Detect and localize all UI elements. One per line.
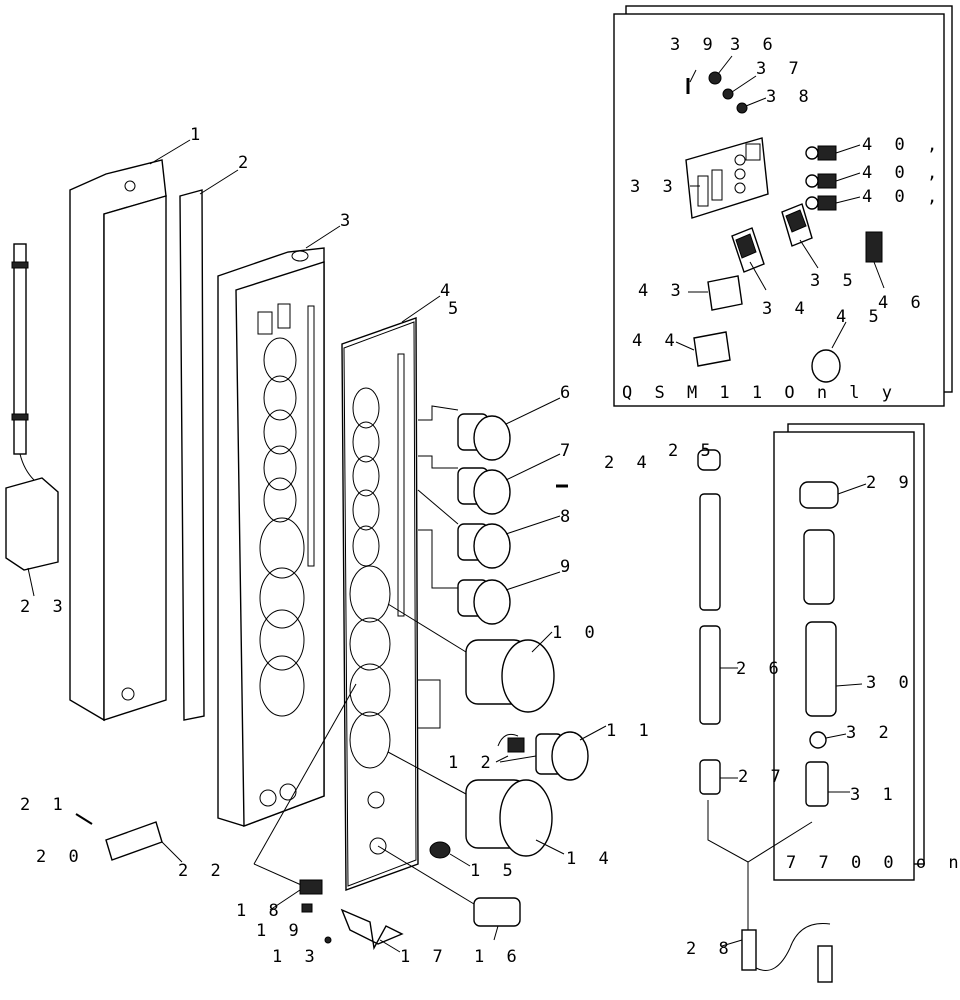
gauge-10: 1 0 — [387, 603, 601, 713]
callout-40-42: 4 0 , 4 2 — [862, 163, 960, 183]
callout-28: 2 8 — [686, 939, 735, 959]
model-7700-inset: 2 9 3 0 3 2 3 1 7 7 0 0 o n l y — [773, 423, 960, 881]
tube-26-upper — [699, 493, 721, 611]
cap-29 — [799, 481, 839, 509]
housing-1: 1 — [69, 125, 206, 722]
front-panel-4-5: 4 5 — [341, 281, 464, 891]
console-3: 3 — [217, 211, 356, 828]
cap-25 — [697, 449, 721, 471]
callout-6: 6 — [560, 383, 576, 403]
model-7700-only-caption: 7 7 0 0 o n l y — [786, 853, 960, 873]
tube-26-lower — [699, 625, 721, 725]
callout-30: 3 0 — [866, 673, 915, 693]
callout-40-41-b: 4 0 , 4 1 — [862, 187, 960, 207]
bracket-17 — [340, 908, 404, 951]
callout-32: 3 2 — [846, 723, 895, 743]
callout-20: 2 0 — [36, 847, 85, 867]
tube-30-upper — [803, 529, 835, 605]
buzzer-45 — [811, 349, 841, 383]
callout-19: 1 9 — [256, 921, 305, 941]
connector-46 — [865, 231, 883, 263]
gauge-6: 6 — [418, 383, 576, 461]
callout-11: 1 1 — [606, 721, 655, 741]
gauge-14: 1 4 — [387, 751, 615, 869]
mounting-strip-2: 2 — [179, 153, 254, 721]
gauge-9: 9 — [418, 529, 576, 625]
switch-panel-33 — [685, 137, 769, 219]
callout-21: 2 1 — [20, 795, 69, 815]
tube-30-lower — [805, 621, 837, 717]
callout-45: 4 5 — [836, 307, 885, 327]
callout-1: 1 — [190, 125, 206, 145]
callout-3: 3 — [340, 211, 356, 231]
callout-38: 3 8 — [766, 87, 815, 107]
callout-26: 2 6 — [736, 659, 785, 679]
bottom-parts: 1 8 1 9 1 7 1 3 1 5 1 6 — [236, 683, 523, 967]
spring-12 — [507, 737, 525, 753]
fitting-28 — [741, 929, 757, 971]
callout-10: 1 0 — [552, 623, 601, 643]
qsm11-inset: 3 9 3 6 3 7 3 8 4 0 , 4 1 4 0 , 4 2 4 0 … — [613, 5, 960, 407]
callout-22: 2 2 — [178, 861, 227, 881]
callout-39: 3 9 — [670, 35, 719, 55]
switch-18 — [299, 879, 323, 895]
callout-9: 9 — [560, 557, 576, 577]
callout-17: 1 7 — [400, 947, 449, 967]
qsm11-only-caption: Q S M 1 1 O n l y — [622, 383, 898, 403]
callout-24: 2 4 — [604, 453, 653, 473]
callout-25: 2 5 — [668, 441, 717, 461]
callout-31: 3 1 — [850, 785, 899, 805]
callout-4: 4 — [440, 281, 456, 301]
callout-5: 5 — [448, 299, 464, 319]
callout-29: 2 9 — [866, 473, 915, 493]
callout-12: 1 2 — [448, 753, 497, 773]
callout-23: 2 3 — [20, 597, 69, 617]
callout-7: 7 — [560, 441, 576, 461]
gauge-7: 7 — [418, 441, 576, 515]
lighter-16 — [473, 897, 521, 927]
panel-gauge-holes — [349, 387, 391, 769]
console-gauge-holes — [259, 337, 305, 717]
callout-34: 3 4 — [762, 299, 811, 319]
callout-14: 1 4 — [566, 849, 615, 869]
callout-44: 4 4 — [632, 331, 681, 351]
callout-43: 4 3 — [638, 281, 687, 301]
washer-32 — [809, 731, 827, 749]
fitting-31 — [805, 761, 829, 807]
callout-8: 8 — [560, 507, 576, 527]
callout-18: 1 8 — [236, 901, 285, 921]
callout-27: 2 7 — [738, 767, 787, 787]
callout-16: 1 6 — [474, 947, 523, 967]
callout-35: 3 5 — [810, 271, 859, 291]
sender-23: 2 3 — [5, 243, 69, 617]
callout-36: 3 6 — [730, 35, 779, 55]
callout-37: 3 7 — [756, 59, 805, 79]
terminal-strip-22: 2 2 2 1 2 0 — [20, 795, 227, 881]
callout-46: 4 6 — [878, 293, 927, 313]
module-44 — [693, 331, 731, 367]
knob-15 — [429, 841, 451, 859]
callout-2: 2 — [238, 153, 254, 173]
fitting-27 — [699, 759, 721, 795]
callout-15: 1 5 — [470, 861, 519, 881]
small-gauges: 6 7 8 9 — [417, 383, 576, 625]
relay-43 — [707, 275, 743, 311]
callout-40-41-a: 4 0 , 4 1 — [862, 135, 960, 155]
gauge-8: 8 — [417, 489, 576, 569]
tube-assembly: 2 4 2 5 2 6 2 7 2 8 — [556, 441, 833, 983]
callout-33: 3 3 — [630, 177, 679, 197]
gauge-11: 1 1 1 2 — [418, 679, 655, 781]
callout-13: 1 3 — [272, 947, 321, 967]
indicator-lamps — [805, 145, 837, 211]
